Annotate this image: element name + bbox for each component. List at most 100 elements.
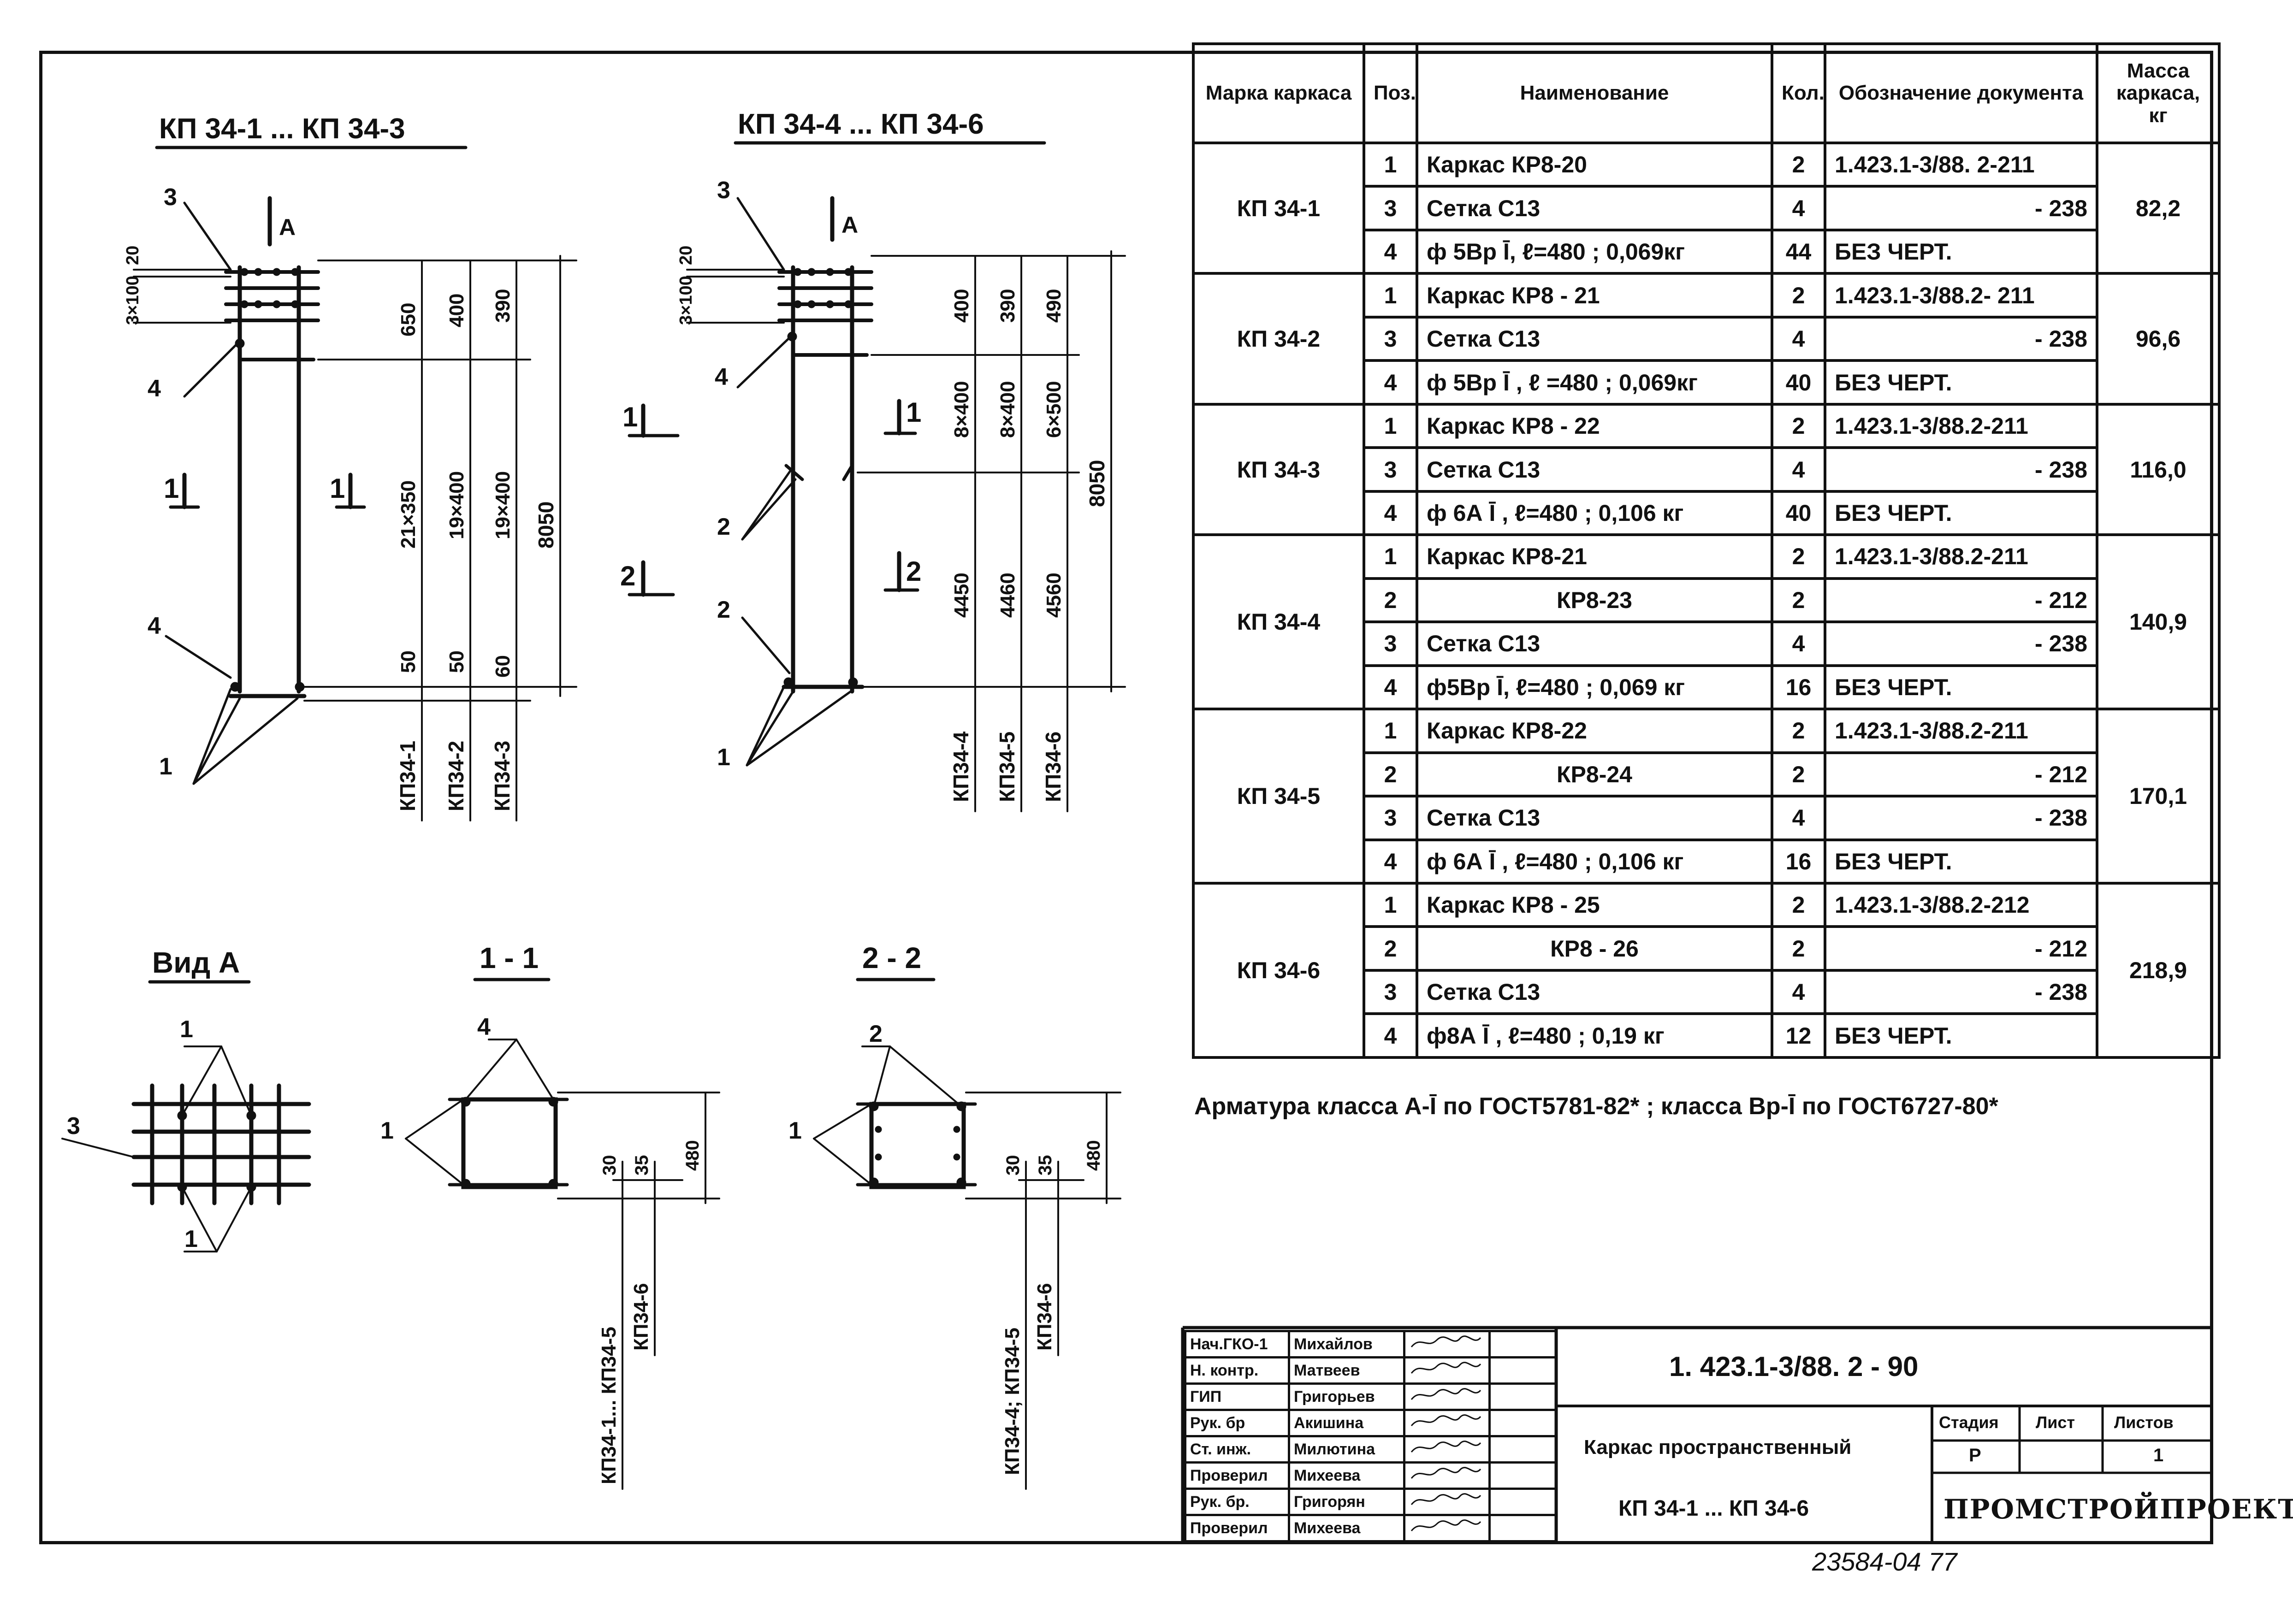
person-date — [1488, 1409, 1558, 1437]
right-col1-mark: КП34-4 — [949, 731, 973, 802]
spec-cell-pos: 4 — [1363, 228, 1418, 275]
person-name: Григорьев — [1288, 1382, 1405, 1411]
spec-cell-mark: КП 34-3 — [1192, 402, 1365, 537]
spec-cell-pos: 4 — [1363, 490, 1418, 537]
person-date — [1488, 1382, 1558, 1411]
spec-cell-doc: 1.423.1-3/88.2-211 — [1824, 402, 2098, 449]
spec-cell-qty: 2 — [1771, 533, 1826, 580]
spec-note: Арматура класса А-Ī по ГОСТ5781-82* ; кл… — [1194, 1093, 1998, 1120]
section1-h: 480 — [682, 1140, 703, 1171]
spec-cell-pos: 1 — [1363, 881, 1418, 928]
spec-cell-doc: - 238 — [1824, 968, 2098, 1016]
person-name: Матвеев — [1288, 1356, 1405, 1385]
spec-cell-name: КР8-23 — [1416, 577, 1773, 624]
left-col3-bottom: 60 — [492, 655, 514, 678]
sheet-label: Лист — [2036, 1413, 2075, 1432]
spec-cell-mass: 170,1 — [2096, 708, 2221, 885]
leader-1-left: 1 — [159, 753, 172, 780]
spec-cell-qty: 44 — [1771, 228, 1826, 275]
section1-leader-1: 1 — [380, 1117, 394, 1144]
spec-cell-mark: КП 34-6 — [1192, 881, 1365, 1059]
spec-cell-mark: КП 34-2 — [1192, 272, 1365, 406]
person-date — [1488, 1514, 1558, 1542]
spec-cell-qty: 2 — [1771, 881, 1826, 928]
right-col3-mid: 6×500 — [1043, 381, 1065, 438]
person-date — [1488, 1461, 1558, 1490]
section1-mark-b: КП34-6 — [630, 1283, 652, 1351]
spec-cell-doc: БЕЗ ЧЕРТ. — [1824, 838, 2098, 885]
person-signature — [1403, 1435, 1491, 1464]
spec-cell-name: Каркас КР8-21 — [1416, 533, 1773, 580]
person-role: Проверил — [1184, 1514, 1290, 1542]
spec-cell-doc: 1.423.1-3/88.2-212 — [1824, 881, 2098, 928]
spec-cell-name: Сетка С13 — [1416, 185, 1773, 231]
leader-3-right: 3 — [717, 177, 730, 204]
left-dim-spacing: 3×100 — [123, 276, 142, 325]
document-code: 1. 423.1-3/88. 2 - 90 — [1669, 1351, 1919, 1382]
spec-cell-pos: 1 — [1363, 533, 1418, 580]
spec-cell-doc: БЕЗ ЧЕРТ. — [1824, 359, 2098, 406]
right-col1-mid: 8×400 — [950, 381, 973, 438]
spec-cell-name: ф 6А Ī , ℓ=480 ; 0,106 кг — [1416, 838, 1773, 885]
left-col1-top: 650 — [397, 303, 420, 337]
spec-header-qty: Кол. — [1771, 42, 1826, 144]
person-date — [1488, 1435, 1558, 1464]
leader-3-left: 3 — [164, 184, 177, 211]
right-col2-mid: 8×400 — [996, 381, 1019, 438]
spec-cell-qty: 2 — [1771, 925, 1826, 972]
spec-cell-qty: 16 — [1771, 664, 1826, 711]
section-mark-2-right-b: 2 — [906, 556, 921, 587]
title-block-person-row: Н. контр.Матвеев — [1184, 1356, 1558, 1385]
right-col2-mark: КП34-5 — [995, 732, 1019, 802]
spec-cell-mark: КП 34-4 — [1192, 533, 1365, 711]
spec-cell-pos: 1 — [1363, 141, 1418, 188]
right-total: 8050 — [1085, 460, 1109, 507]
person-signature — [1403, 1514, 1491, 1542]
section-mark-1-right-b: 1 — [906, 397, 921, 428]
left-col1-mark: КП34-1 — [396, 741, 420, 811]
spec-cell-doc: - 238 — [1824, 315, 2098, 362]
section2-mark-b: КП34-6 — [1033, 1283, 1056, 1351]
spec-cell-name: ф5Вр Ī, ℓ=480 ; 0,069 кг — [1416, 664, 1773, 711]
reinforcement-drawing: КП 34-1 ... КП 34-3 КП 34-4 ... КП 34-6 — [61, 108, 1126, 1490]
left-col3-mid: 19×400 — [492, 471, 514, 539]
person-name: Григорян — [1288, 1488, 1405, 1516]
person-role: Н. контр. — [1184, 1356, 1290, 1385]
left-col2-top: 400 — [445, 294, 468, 327]
spec-header-mark: Марка каркаса — [1192, 42, 1365, 144]
right-dim-spacing: 3×100 — [676, 276, 696, 325]
sheets-value: 1 — [2153, 1445, 2164, 1465]
spec-cell-pos: 4 — [1363, 664, 1418, 711]
spec-cell-name: КР8-24 — [1416, 751, 1773, 798]
spec-cell-qty: 4 — [1771, 315, 1826, 362]
section-mark-1-left-a: 1 — [164, 473, 179, 504]
spec-cell-doc: БЕЗ ЧЕРТ. — [1824, 228, 2098, 275]
spec-cell-pos: 2 — [1363, 751, 1418, 798]
spec-cell-pos: 3 — [1363, 620, 1418, 667]
title-right-group: КП 34-4 ... КП 34-6 — [738, 108, 984, 140]
section2-leader-1: 1 — [788, 1117, 802, 1144]
section2-leader-2: 2 — [869, 1021, 883, 1047]
section-mark-2-right-a: 2 — [620, 561, 635, 591]
spec-cell-qty: 2 — [1771, 577, 1826, 624]
view-a-leader-1-bottom: 1 — [184, 1226, 198, 1252]
section2-mark-a: КП34-4; КП34-5 — [1001, 1328, 1024, 1475]
spec-cell-pos: 3 — [1363, 968, 1418, 1016]
spec-cell-name: ф8А Ī , ℓ=480 ; 0,19 кг — [1416, 1012, 1773, 1059]
person-signature — [1403, 1461, 1491, 1490]
person-role: Нач.ГКО-1 — [1184, 1330, 1290, 1358]
spec-cell-qty: 4 — [1771, 968, 1826, 1016]
